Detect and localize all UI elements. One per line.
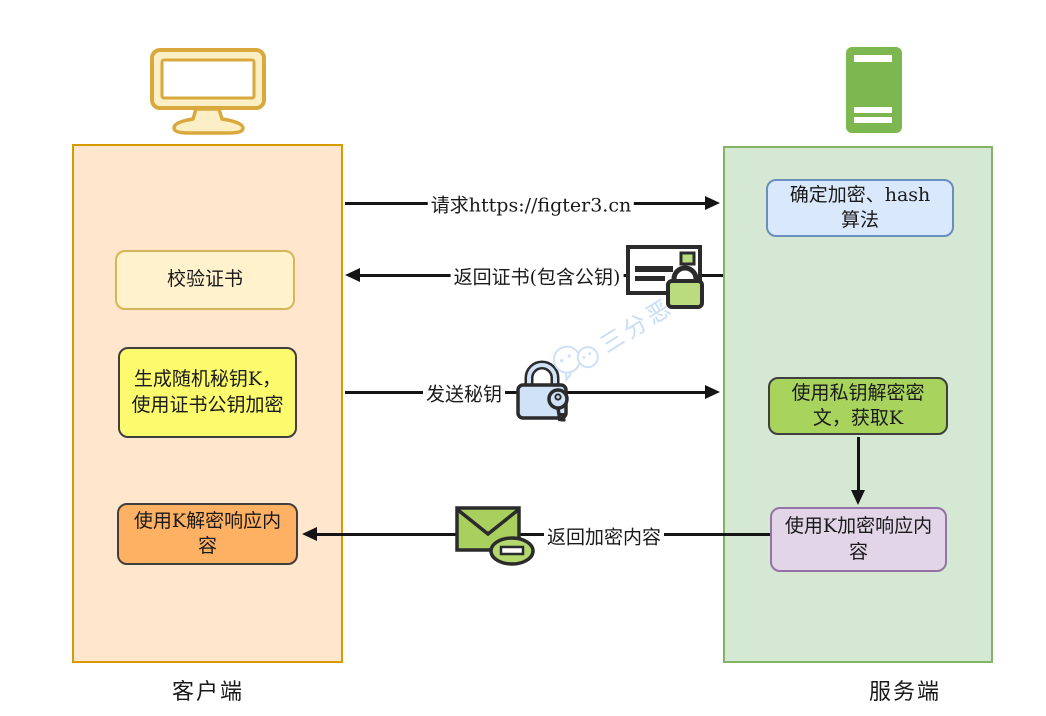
verify-certificate-box: 校验证书 (115, 250, 295, 310)
decide-algorithm-label: 确定加密、hash算法 (789, 183, 931, 231)
padlock-key-icon (516, 360, 569, 422)
server-internal-arrow-line (857, 437, 860, 493)
client-caption: 客户端 (171, 680, 245, 705)
send-key-arrowhead (705, 385, 720, 399)
return-encrypted-arrowhead (302, 527, 317, 541)
server-encrypt-response-label: 使用K加密响应内容 (784, 515, 933, 563)
server-icon (846, 47, 902, 133)
return-encrypted-arrow-label: 返回加密内容 (543, 522, 665, 550)
send-key-arrow-label: 发送秘钥 (422, 379, 506, 407)
request-arrowhead (705, 196, 720, 210)
watermark-text: 三分恶 (596, 293, 679, 359)
server-encrypt-response-box: 使用K加密响应内容 (770, 507, 947, 572)
client-decrypt-response-label: 使用K解密响应内容 (133, 509, 282, 557)
certificate-lock-icon (626, 245, 704, 309)
wechat-bubbles-icon (552, 345, 599, 383)
server-internal-arrowhead (851, 490, 865, 505)
server-caption: 服务端 (868, 680, 942, 705)
request-arrow-label: 请求https://figter3.cn (427, 190, 635, 218)
server-decrypt-key-box: 使用私钥解密密文，获取K (768, 377, 948, 435)
server-decrypt-key-label: 使用私钥解密密文，获取K (791, 381, 925, 429)
generate-key-box: 生成随机秘钥K，使用证书公钥加密 (118, 347, 297, 438)
decide-algorithm-box: 确定加密、hash算法 (766, 179, 954, 237)
client-decrypt-response-box: 使用K解密响应内容 (117, 503, 298, 565)
return-encrypted-arrow-line (316, 533, 770, 536)
verify-certificate-label: 校验证书 (166, 268, 243, 291)
return-certificate-arrow-label: 返回证书(包含公钥) (450, 262, 624, 290)
monitor-icon (150, 48, 266, 135)
watermark: 三分恶 (540, 253, 724, 399)
return-certificate-arrowhead (345, 268, 360, 282)
encrypted-mail-icon (455, 506, 535, 566)
generate-key-label: 生成随机秘钥K，使用证书公钥加密 (131, 368, 284, 416)
